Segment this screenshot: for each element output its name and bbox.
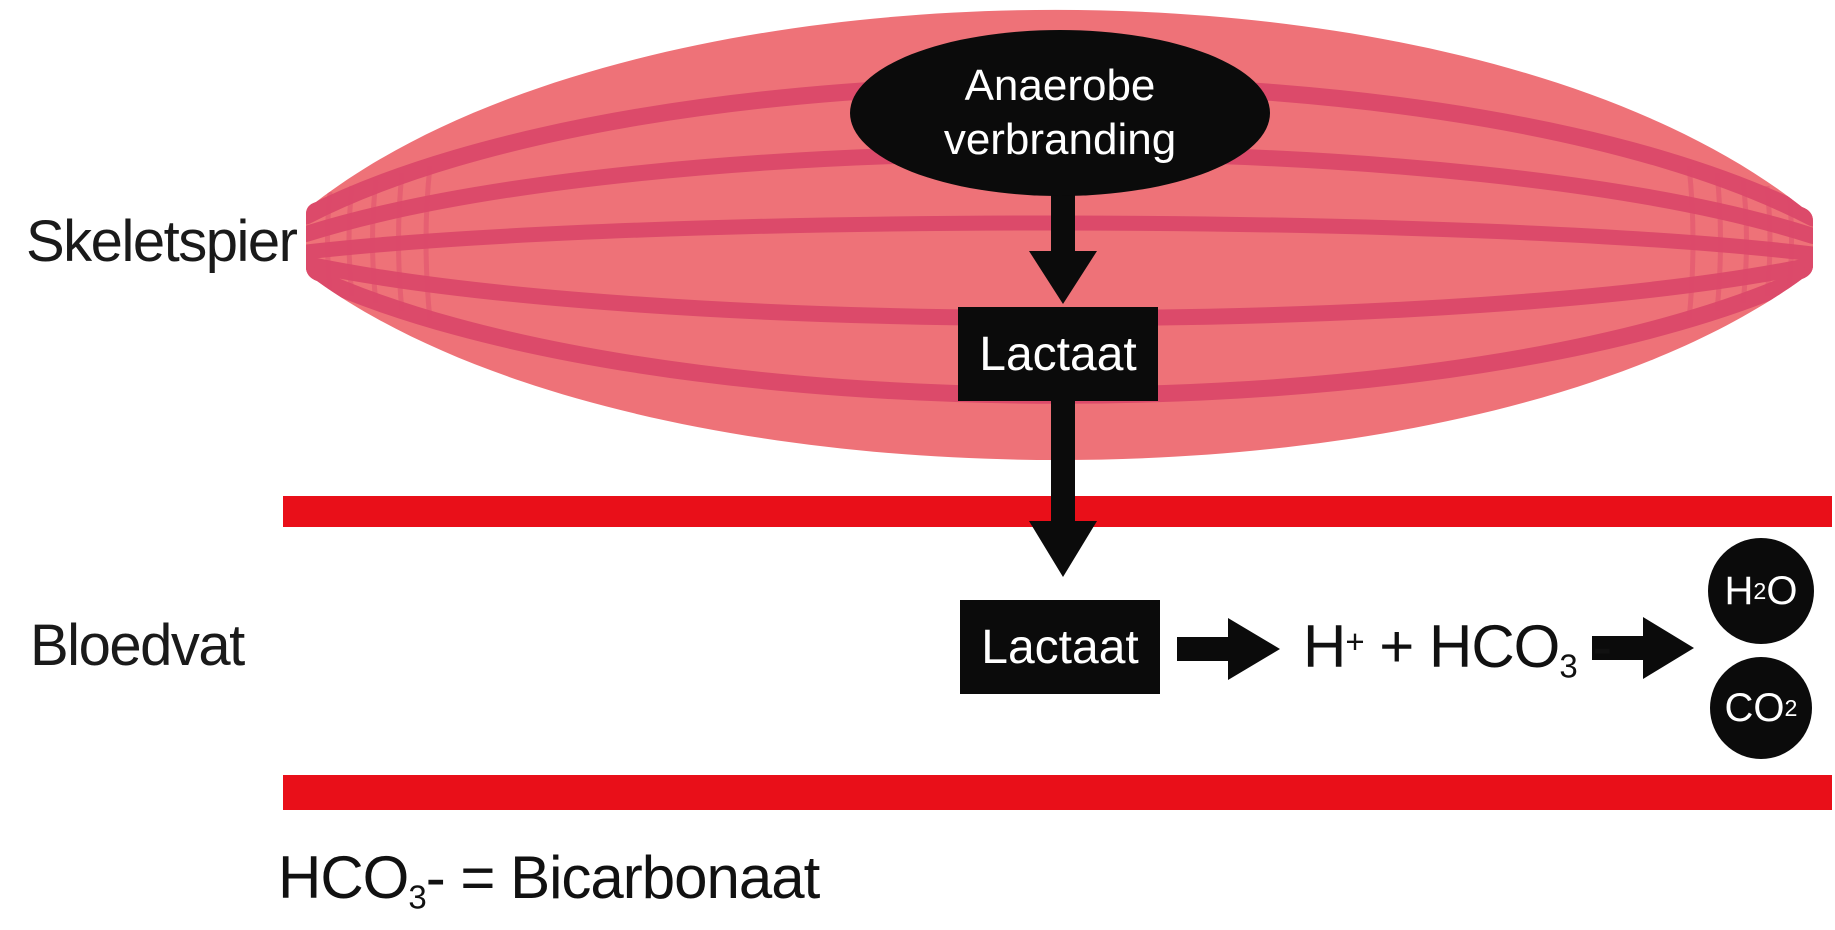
blood-vessel-label: Bloedvat	[30, 613, 245, 678]
legend: HCO3- = Bicarbonaat	[278, 843, 820, 917]
hydrogen-charge: +	[1345, 623, 1364, 661]
legend-formula-symbol: HCO	[278, 844, 409, 911]
muscle-lactate-box: Lactaat	[958, 307, 1158, 401]
reaction-formula: H+ + HCO3 -	[1303, 612, 1612, 686]
skeletal-muscle-label: Skeletspier	[26, 209, 298, 274]
anaerobic-label-line1: Anaerobe	[964, 61, 1156, 111]
bicarbonate-symbol: HCO	[1429, 613, 1560, 680]
legend-equals-sign: =	[444, 844, 511, 911]
arrow-down-icon	[1029, 193, 1097, 304]
vessel-wall-bottom	[283, 775, 1832, 810]
co2-symbol: CO	[1724, 685, 1785, 730]
bicarbonate-subscript: 3	[1559, 647, 1577, 685]
legend-name: Bicarbonaat	[510, 844, 820, 911]
plus-sign: +	[1363, 613, 1430, 680]
vessel-wall-top	[283, 496, 1832, 527]
co2-subscript: 2	[1784, 694, 1798, 721]
hydrogen-symbol: H	[1303, 613, 1346, 680]
legend-formula-charge: -	[425, 844, 446, 911]
water-h: H	[1724, 568, 1754, 613]
arrow-down-icon	[1029, 400, 1097, 577]
water-o: O	[1766, 568, 1798, 613]
water-subscript: 2	[1753, 577, 1767, 604]
bicarbonate-charge: -	[1576, 613, 1612, 680]
vessel-lactate-box: Lactaat	[960, 600, 1160, 694]
legend-formula-subscript: 3	[408, 878, 426, 916]
anaerobic-label-line2: verbranding	[943, 115, 1177, 164]
anaerobic-combustion-node: Anaerobe verbranding	[850, 30, 1270, 196]
arrow-right-icon	[1177, 618, 1280, 680]
